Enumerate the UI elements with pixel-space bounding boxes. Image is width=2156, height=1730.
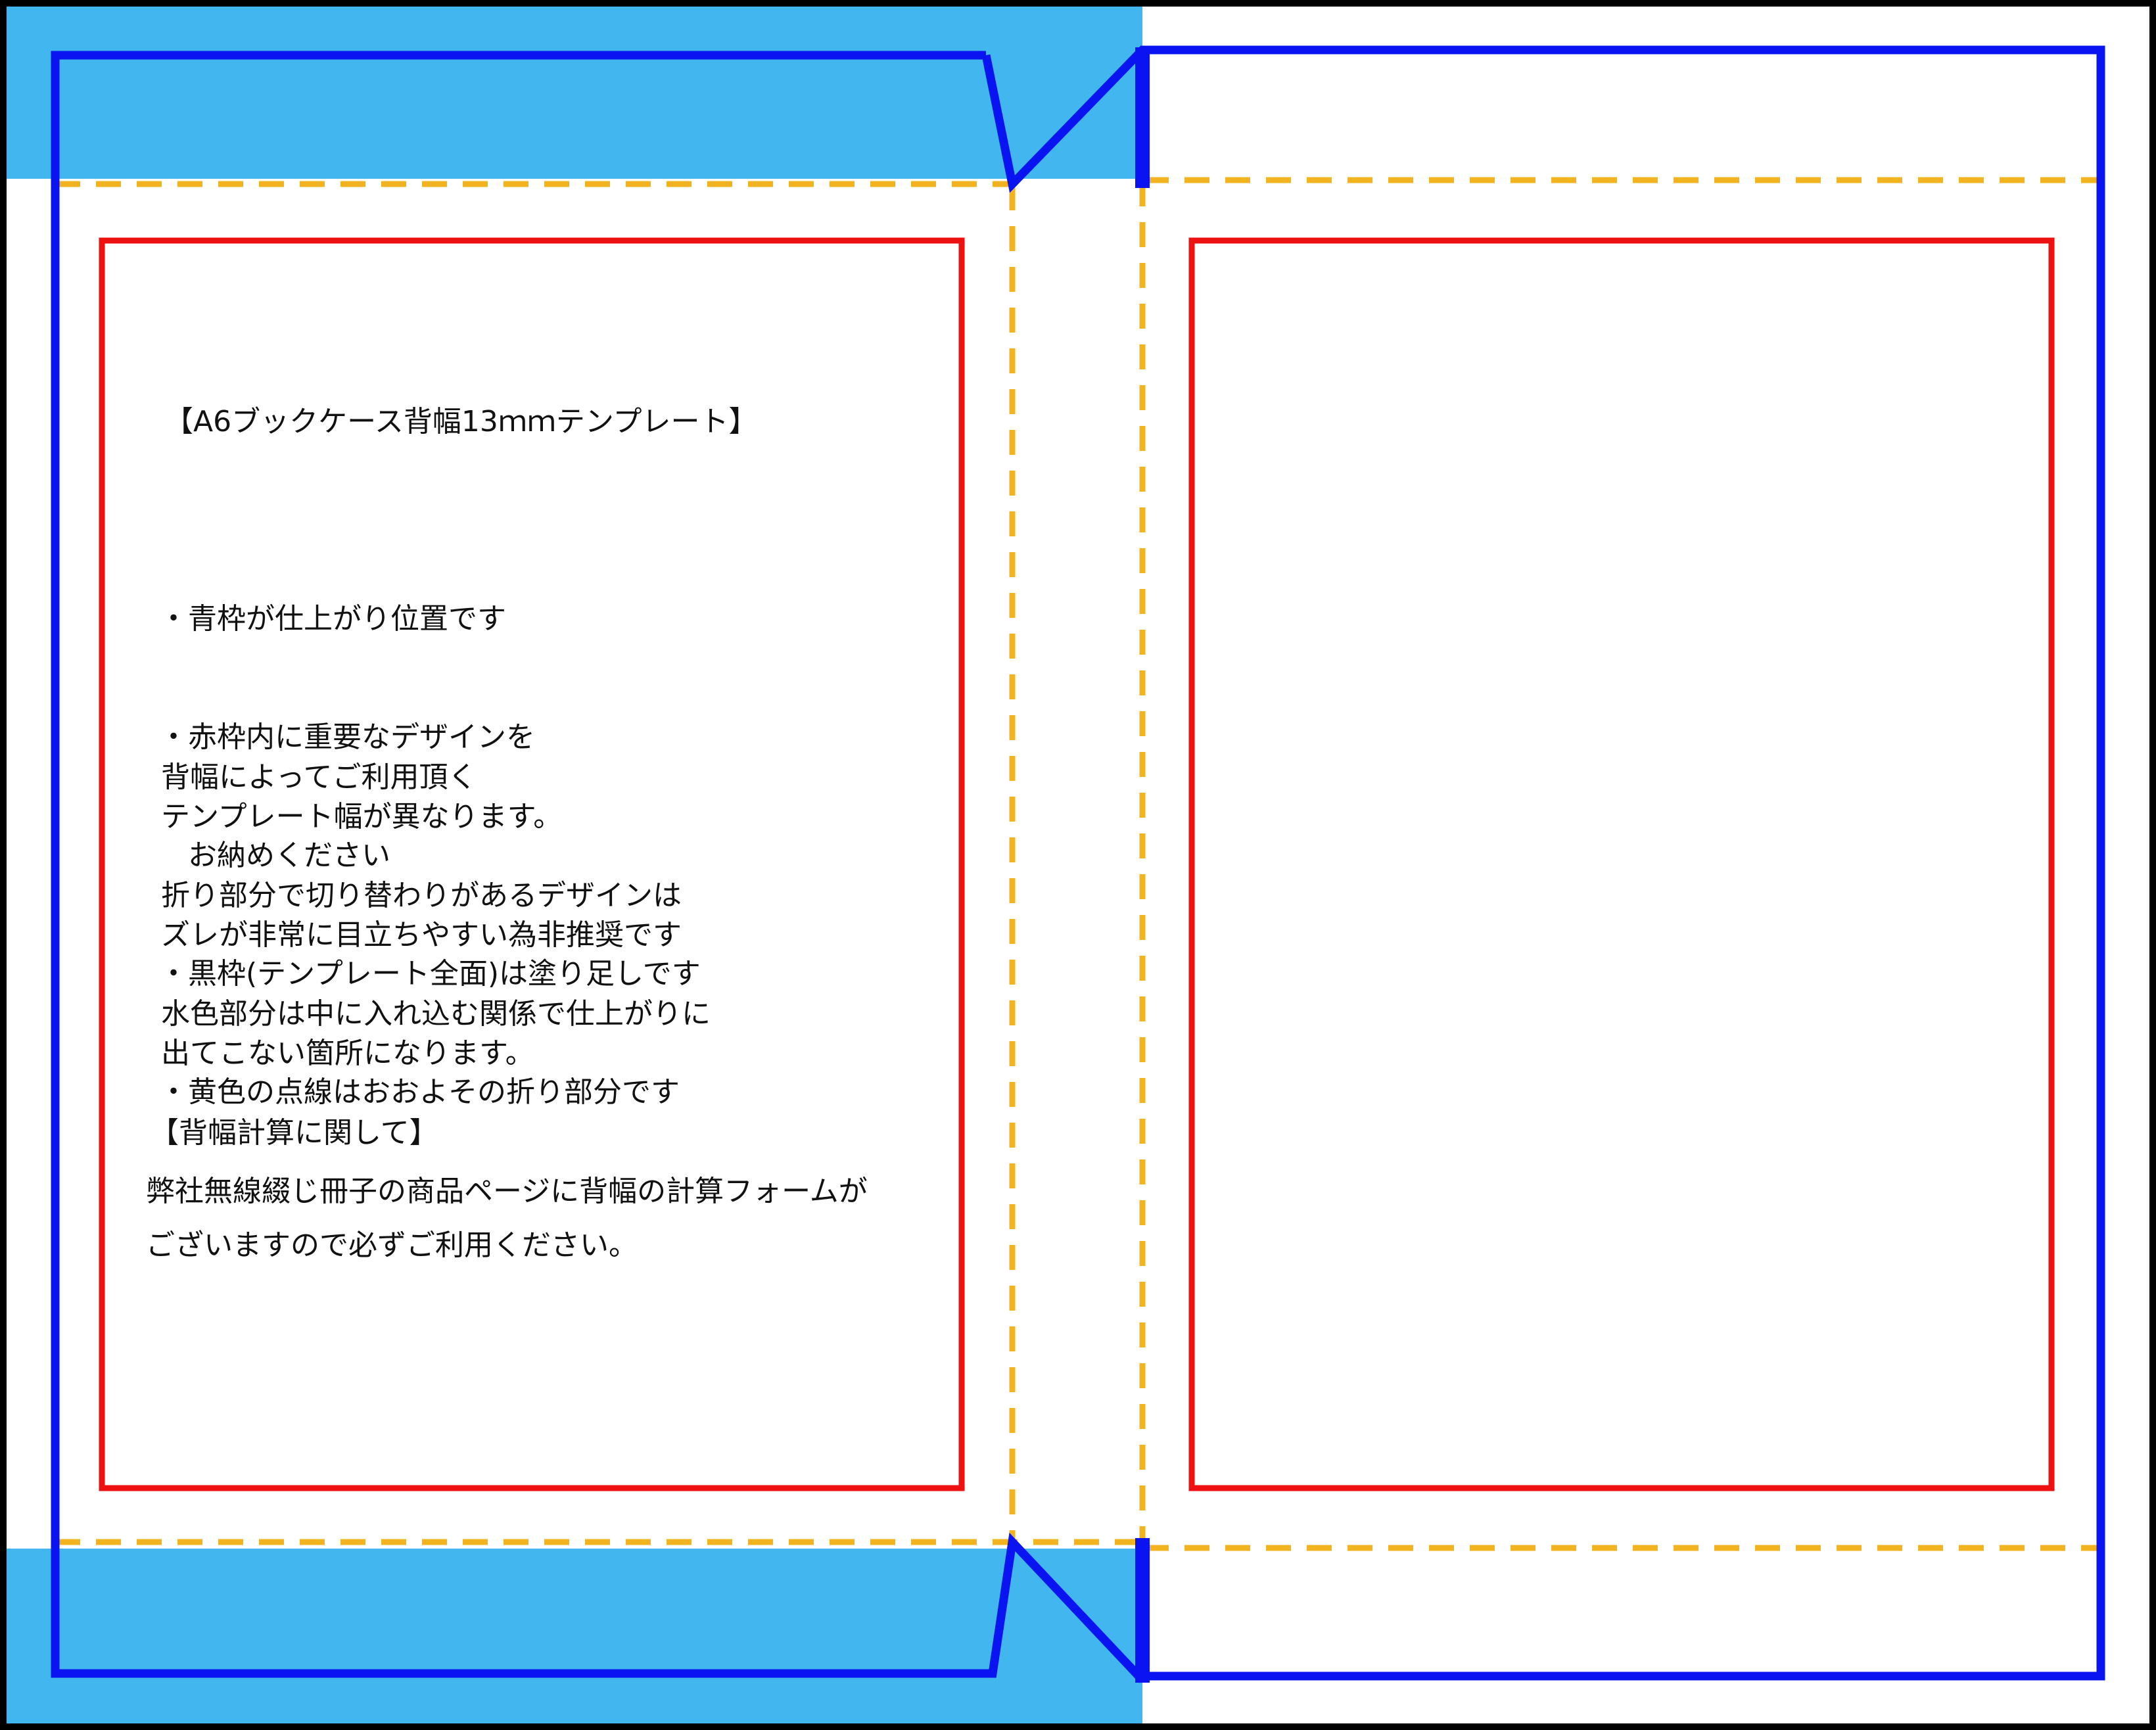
- note-item: ・黄色の点線はおおよその折り部分です: [159, 1075, 680, 1109]
- template-title: 【A6ブックケース背幅13ｍｍテンプレート】: [164, 405, 758, 438]
- tuck-area-top: [0, 0, 1142, 179]
- safe-area-right: [1188, 237, 2055, 1491]
- spine-width-note: 背幅によってご利用頂く テンプレート幅が異なります。: [161, 760, 563, 833]
- spine-calc-heading: 【背幅計算に関して】: [150, 1116, 438, 1150]
- note-item: ・青枠が仕上がり位置です: [159, 602, 506, 636]
- note-item: お納めください: [159, 839, 390, 872]
- fold-lines: [55, 177, 2101, 1551]
- tuck-area-bottom: [0, 1549, 1142, 1730]
- notes-list: ・青枠が仕上がり位置です ・赤枠内に重要なデザインを お納めください ・黒枠(テ…: [159, 521, 701, 1191]
- note-item: ・黒枠(テンプレート全面)は塗り足しです: [159, 957, 701, 991]
- spine-calc-text: 弊社無線綴じ冊子の商品ページに背幅の計算フォームが ございますので必ずご利用くだ…: [146, 1175, 868, 1262]
- note-item: ・赤枠内に重要なデザインを: [159, 720, 535, 754]
- trim-line-left-panel: [51, 51, 1146, 1683]
- safe-area-left: [99, 237, 965, 1491]
- fold-design-warning: 折り部分で切り替わりがあるデザインは ズレが非常に目立ちやすい為非推奨です: [161, 879, 682, 952]
- trim-line-right-panel: [981, 45, 2105, 1681]
- trim-line: [51, 45, 2105, 1683]
- tuck-area-note: 水色部分は中に入れ込む関係で仕上がりに 出てこない箇所になります。: [161, 997, 711, 1070]
